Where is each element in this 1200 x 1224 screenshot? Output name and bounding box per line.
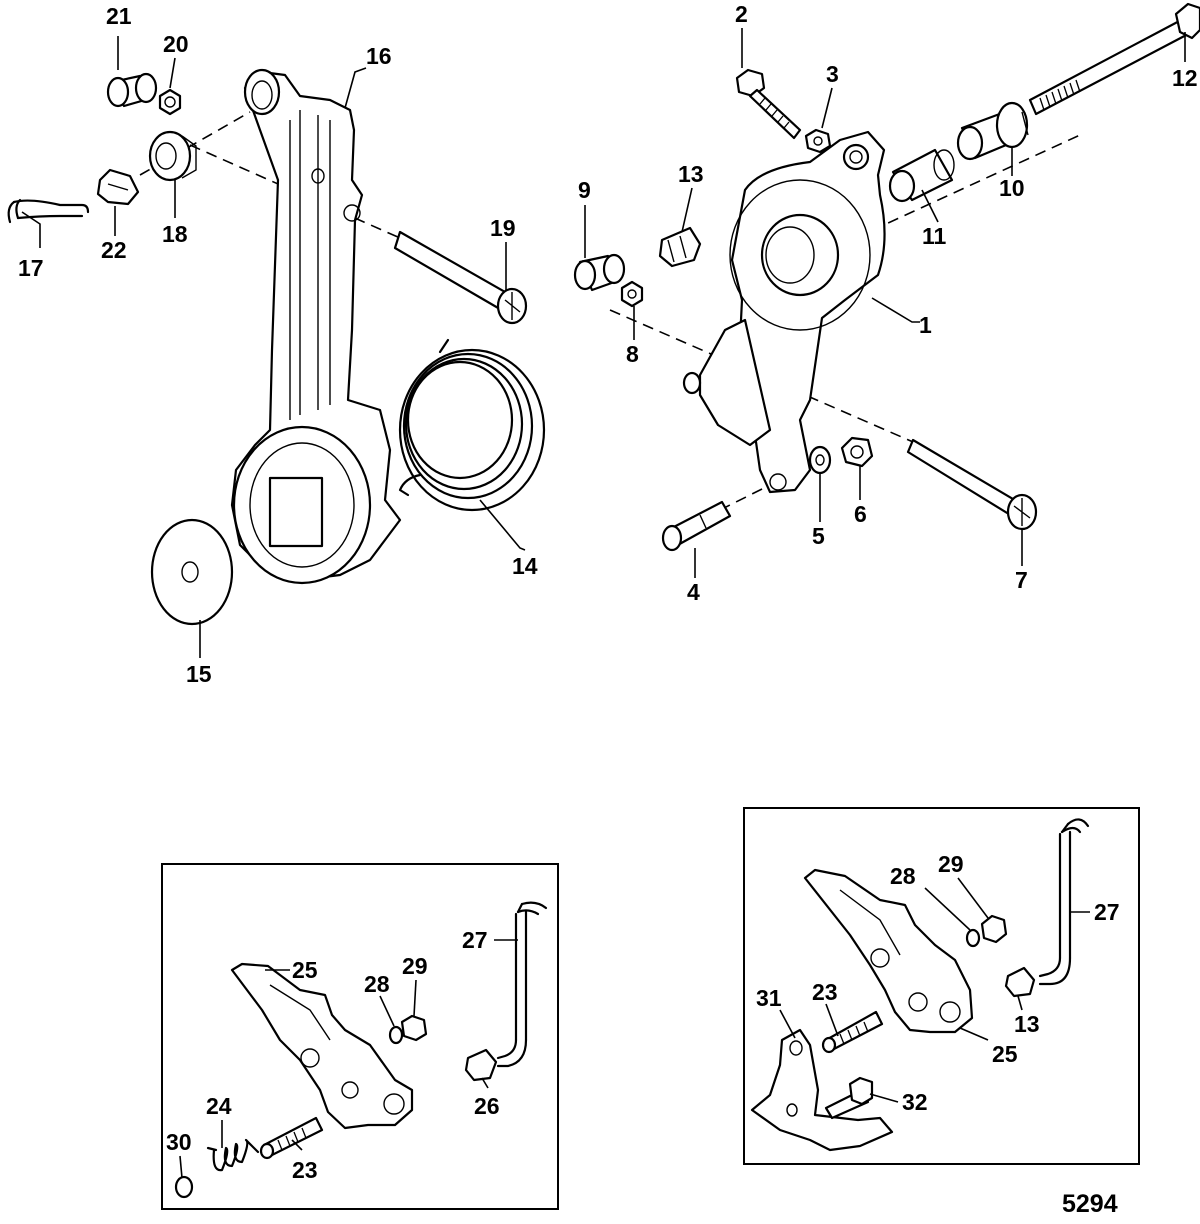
inset-right-callout-25: 25	[992, 1041, 1018, 1067]
callout-19: 19	[490, 215, 516, 241]
inset-right-callout-31: 31	[756, 985, 782, 1011]
clip-part-22	[96, 168, 140, 206]
callout-15: 15	[186, 661, 212, 687]
pin-part-19	[393, 230, 528, 325]
link-rod-part-17	[7, 198, 90, 224]
callout-21: 21	[106, 3, 132, 29]
connector-part-13	[658, 226, 702, 268]
cam-lever-part-1	[682, 130, 886, 494]
inset-left-callout-25: 25	[292, 957, 318, 983]
callout-labels: 21 20 16 18 22 17 19 14 15 2 3 13 9 8 1 …	[18, 1, 1198, 1183]
inset-box-right	[743, 807, 1140, 1165]
long-bolt-part-12	[1028, 2, 1200, 116]
callout-20: 20	[163, 31, 189, 57]
washer-part-5	[808, 445, 832, 475]
inset-right-callout-29: 29	[938, 851, 964, 877]
lever-arm-part-16	[230, 68, 402, 585]
callout-8: 8	[626, 341, 639, 367]
inset-left-callout-24: 24	[206, 1093, 232, 1119]
collar-part-18	[148, 130, 197, 182]
callout-16: 16	[366, 43, 392, 69]
callout-4: 4	[687, 579, 700, 605]
inset-left-parts	[174, 901, 548, 1199]
flanged-bushing-part-10	[956, 101, 1029, 161]
bushing-part-9	[573, 253, 626, 292]
callout-14: 14	[512, 553, 538, 579]
callout-6: 6	[854, 501, 867, 527]
figure-reference-number: 5294	[1062, 1190, 1118, 1218]
nut-part-8	[620, 280, 644, 308]
callout-18: 18	[162, 221, 188, 247]
inset-left-callout-26: 26	[474, 1093, 500, 1119]
inset-right-callout-23: 23	[812, 979, 838, 1005]
inset-left-callout-30: 30	[166, 1129, 192, 1155]
sleeve-part-11	[888, 148, 955, 203]
inset-right-callout-27: 27	[1094, 899, 1120, 925]
callout-3: 3	[826, 61, 839, 87]
nut-part-3	[804, 128, 832, 154]
inset-box-left	[161, 863, 559, 1210]
inset-left-callout-28: 28	[364, 971, 390, 997]
nut-part-6	[840, 436, 874, 468]
inset-right-callout-28: 28	[890, 863, 916, 889]
pin-part-7	[906, 438, 1038, 531]
callout-1: 1	[919, 312, 932, 338]
callout-12: 12	[1172, 65, 1198, 91]
callout-5: 5	[812, 523, 825, 549]
callout-11: 11	[922, 223, 947, 249]
callout-10: 10	[999, 175, 1025, 201]
leader-lines	[21, 28, 1186, 1179]
shoulder-pin-part-4	[661, 500, 732, 552]
inset-right-callout-32: 32	[902, 1089, 928, 1115]
callout-2: 2	[735, 1, 748, 27]
bolt-part-2	[735, 68, 802, 140]
callout-17: 17	[18, 255, 44, 281]
callout-7: 7	[1015, 567, 1028, 593]
inset-left-callout-23: 23	[292, 1157, 318, 1183]
nut-part-20	[158, 88, 182, 116]
inset-left-callout-29: 29	[402, 953, 428, 979]
inset-left-callout-27: 27	[462, 927, 488, 953]
inset-right-callout-13: 13	[1014, 1011, 1040, 1037]
callout-9: 9	[578, 177, 591, 203]
callout-13: 13	[678, 161, 704, 187]
bushing-part-21	[106, 72, 158, 108]
washer-part-15	[150, 518, 234, 626]
torsion-spring-part-14	[398, 338, 546, 512]
inset-right-parts	[750, 818, 1090, 1152]
callout-22: 22	[101, 237, 127, 263]
